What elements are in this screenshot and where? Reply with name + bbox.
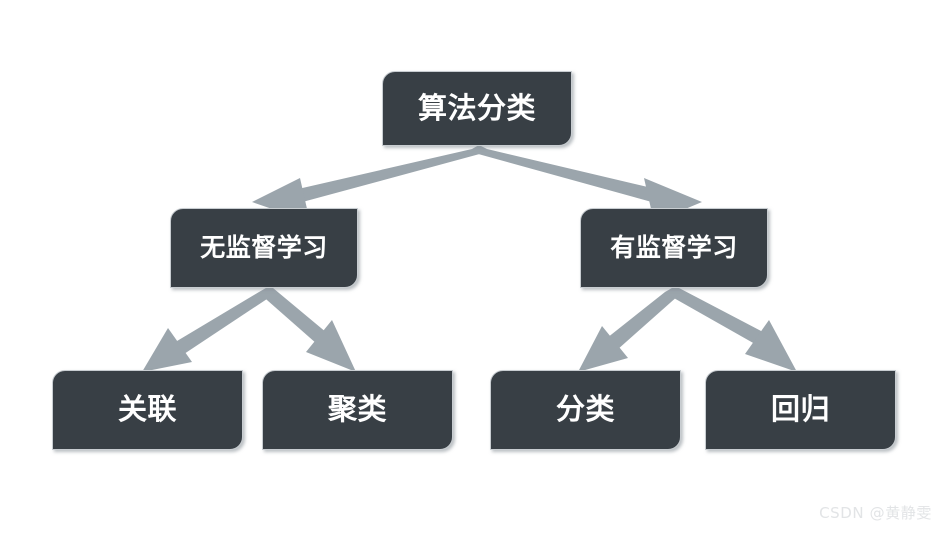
node-label: 分类 xyxy=(555,392,615,427)
arrow-icon xyxy=(172,288,273,356)
edge-supervised-to-classification xyxy=(578,288,679,372)
arrow-icon xyxy=(259,288,327,344)
arrow-icon xyxy=(471,145,669,204)
arrow-head-icon xyxy=(578,326,628,372)
node-association[interactable]: 关联 xyxy=(52,370,243,450)
node-supervised-learning[interactable]: 有监督学习 xyxy=(580,208,768,288)
node-regression[interactable]: 回归 xyxy=(705,370,896,450)
edge-unsupervised-to-association xyxy=(142,288,273,372)
arrow-icon xyxy=(285,145,487,204)
node-label: 无监督学习 xyxy=(200,232,328,262)
node-unsupervised-learning[interactable]: 无监督学习 xyxy=(170,208,358,288)
node-label: 关联 xyxy=(117,392,177,427)
arrow-icon xyxy=(665,288,763,344)
node-label: 回归 xyxy=(770,392,830,427)
arrow-head-icon xyxy=(306,320,356,372)
node-algorithm-classification[interactable]: 算法分类 xyxy=(382,71,572,146)
edge-unsupervised-to-clustering xyxy=(259,288,356,372)
watermark-text: CSDN @黄静雯 xyxy=(819,504,932,522)
node-label: 算法分类 xyxy=(417,90,536,125)
arrow-icon xyxy=(607,288,679,350)
node-classification[interactable]: 分类 xyxy=(490,370,681,450)
edge-supervised-to-regression xyxy=(665,288,797,372)
node-label: 聚类 xyxy=(327,392,387,427)
node-clustering[interactable]: 聚类 xyxy=(262,370,453,450)
node-label: 有监督学习 xyxy=(610,232,738,262)
arrow-head-icon xyxy=(142,328,192,372)
arrow-head-icon xyxy=(745,320,797,372)
